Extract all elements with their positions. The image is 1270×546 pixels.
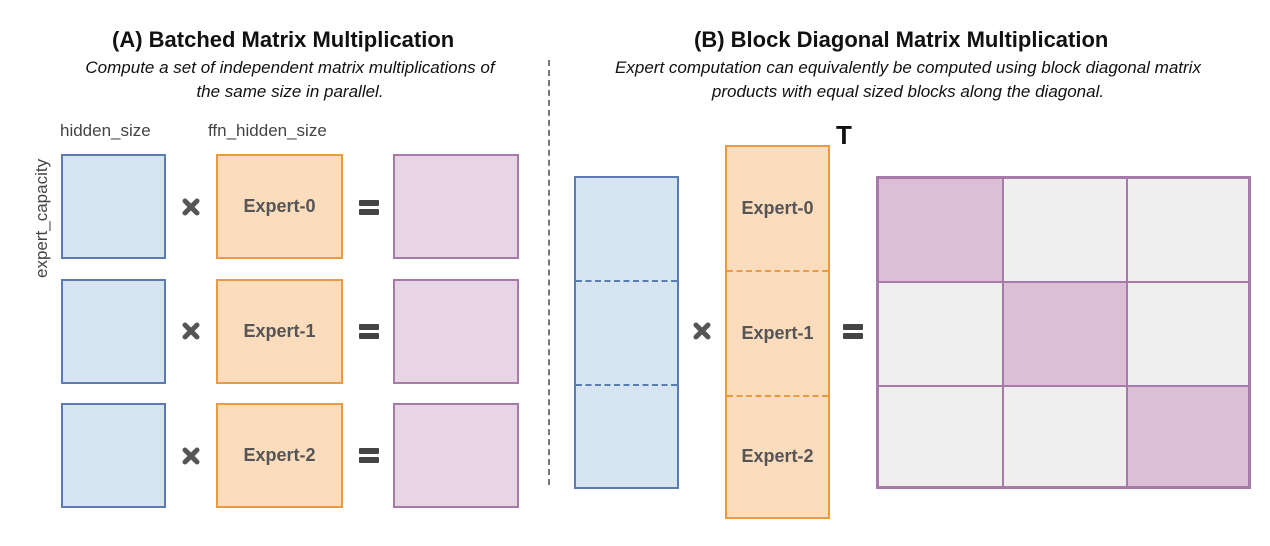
multiply-icon bbox=[693, 322, 711, 340]
hidden-size-label: hidden_size bbox=[60, 121, 151, 140]
diagonal-block-1 bbox=[1003, 282, 1127, 386]
offdiagonal-block bbox=[1003, 386, 1127, 487]
panel-divider bbox=[548, 60, 550, 485]
stacked-expert-0: Expert-0 bbox=[741, 198, 814, 218]
panel-b-subtitle: Expert computation can equivalently be c… bbox=[558, 56, 1258, 104]
diagonal-block-2 bbox=[1127, 386, 1249, 487]
output-matrix-1 bbox=[393, 279, 519, 384]
expert-matrix-0: Expert-0 bbox=[216, 154, 343, 259]
transpose-mark: T bbox=[836, 120, 852, 150]
panel-a-subtitle: Compute a set of independent matrix mult… bbox=[40, 56, 540, 104]
stacked-expert-matrix: Expert-0 Expert-1 Expert-2 bbox=[725, 145, 830, 519]
stacked-hidden-matrix bbox=[574, 176, 679, 489]
panel-b-subtitle-line2: products with equal sized blocks along t… bbox=[711, 82, 1105, 101]
equals-icon bbox=[359, 448, 379, 463]
multiply-icon bbox=[182, 198, 200, 216]
offdiagonal-block bbox=[1127, 282, 1249, 386]
panel-a-subtitle-line2: the same size in parallel. bbox=[196, 82, 384, 101]
diagonal-block-0 bbox=[878, 178, 1003, 282]
block-separator bbox=[727, 270, 828, 272]
multiply-icon bbox=[182, 447, 200, 465]
offdiagonal-block bbox=[1003, 178, 1127, 282]
hidden-matrix-0 bbox=[61, 154, 166, 259]
expert-capacity-label: expert_capacity bbox=[32, 158, 51, 278]
expert-matrix-2: Expert-2 bbox=[216, 403, 343, 508]
panel-b-subtitle-line1: Expert computation can equivalently be c… bbox=[615, 58, 1201, 77]
block-diagonal-output bbox=[876, 176, 1251, 489]
equals-icon bbox=[843, 324, 863, 339]
panel-b-title: (B) Block Diagonal Matrix Multiplication bbox=[694, 27, 1109, 52]
offdiagonal-block bbox=[878, 282, 1003, 386]
output-matrix-0 bbox=[393, 154, 519, 259]
ffn-hidden-size-label: ffn_hidden_size bbox=[208, 121, 327, 140]
output-matrix-2 bbox=[393, 403, 519, 508]
equals-icon bbox=[359, 200, 379, 215]
hidden-matrix-1 bbox=[61, 279, 166, 384]
equals-icon bbox=[359, 324, 379, 339]
block-separator bbox=[727, 395, 828, 397]
stacked-expert-2: Expert-2 bbox=[741, 446, 814, 466]
hidden-matrix-2 bbox=[61, 403, 166, 508]
block-separator bbox=[576, 280, 677, 282]
expert-matrix-1: Expert-1 bbox=[216, 279, 343, 384]
multiply-icon bbox=[182, 322, 200, 340]
panel-a-subtitle-line1: Compute a set of independent matrix mult… bbox=[85, 58, 495, 77]
offdiagonal-block bbox=[1127, 178, 1249, 282]
offdiagonal-block bbox=[878, 386, 1003, 487]
stacked-expert-1: Expert-1 bbox=[741, 322, 814, 343]
panel-a-title: (A) Batched Matrix Multiplication bbox=[112, 27, 455, 52]
block-separator bbox=[576, 384, 677, 386]
